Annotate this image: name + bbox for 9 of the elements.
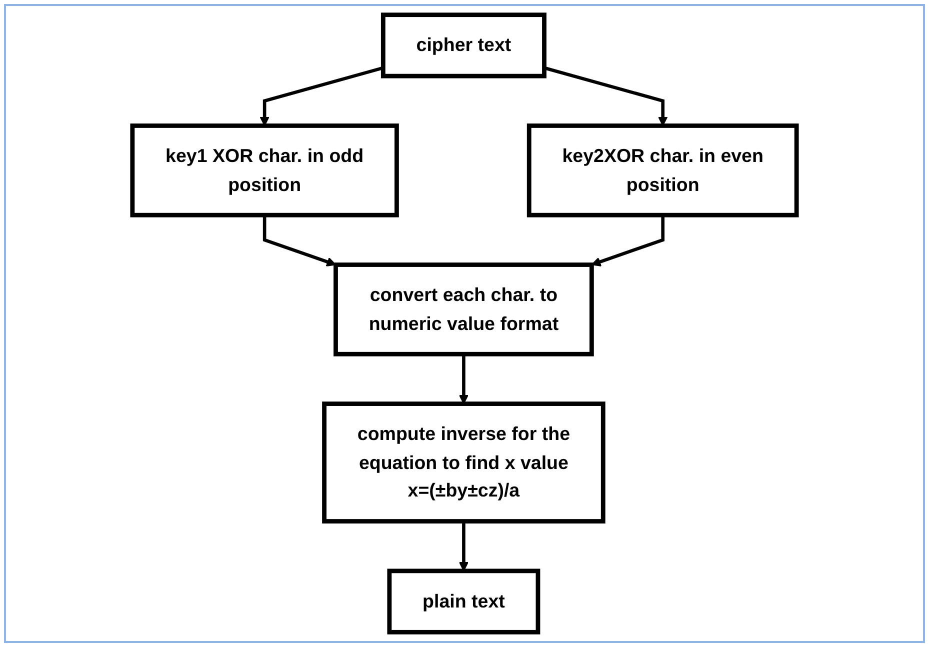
process-box: convert each char. to numeric value format	[334, 262, 594, 356]
process-box: key1 XOR char. in odd position	[130, 124, 399, 218]
process-box: key2XOR char. in even position	[526, 124, 799, 218]
arrow	[591, 215, 664, 266]
process-box: cipher text	[380, 12, 546, 78]
process-box: plain text	[387, 568, 540, 634]
arrow	[262, 215, 336, 266]
process-box: compute inverse for the equation to find x value x=(±by±cz)/a	[322, 402, 606, 524]
arrow	[458, 354, 469, 404]
